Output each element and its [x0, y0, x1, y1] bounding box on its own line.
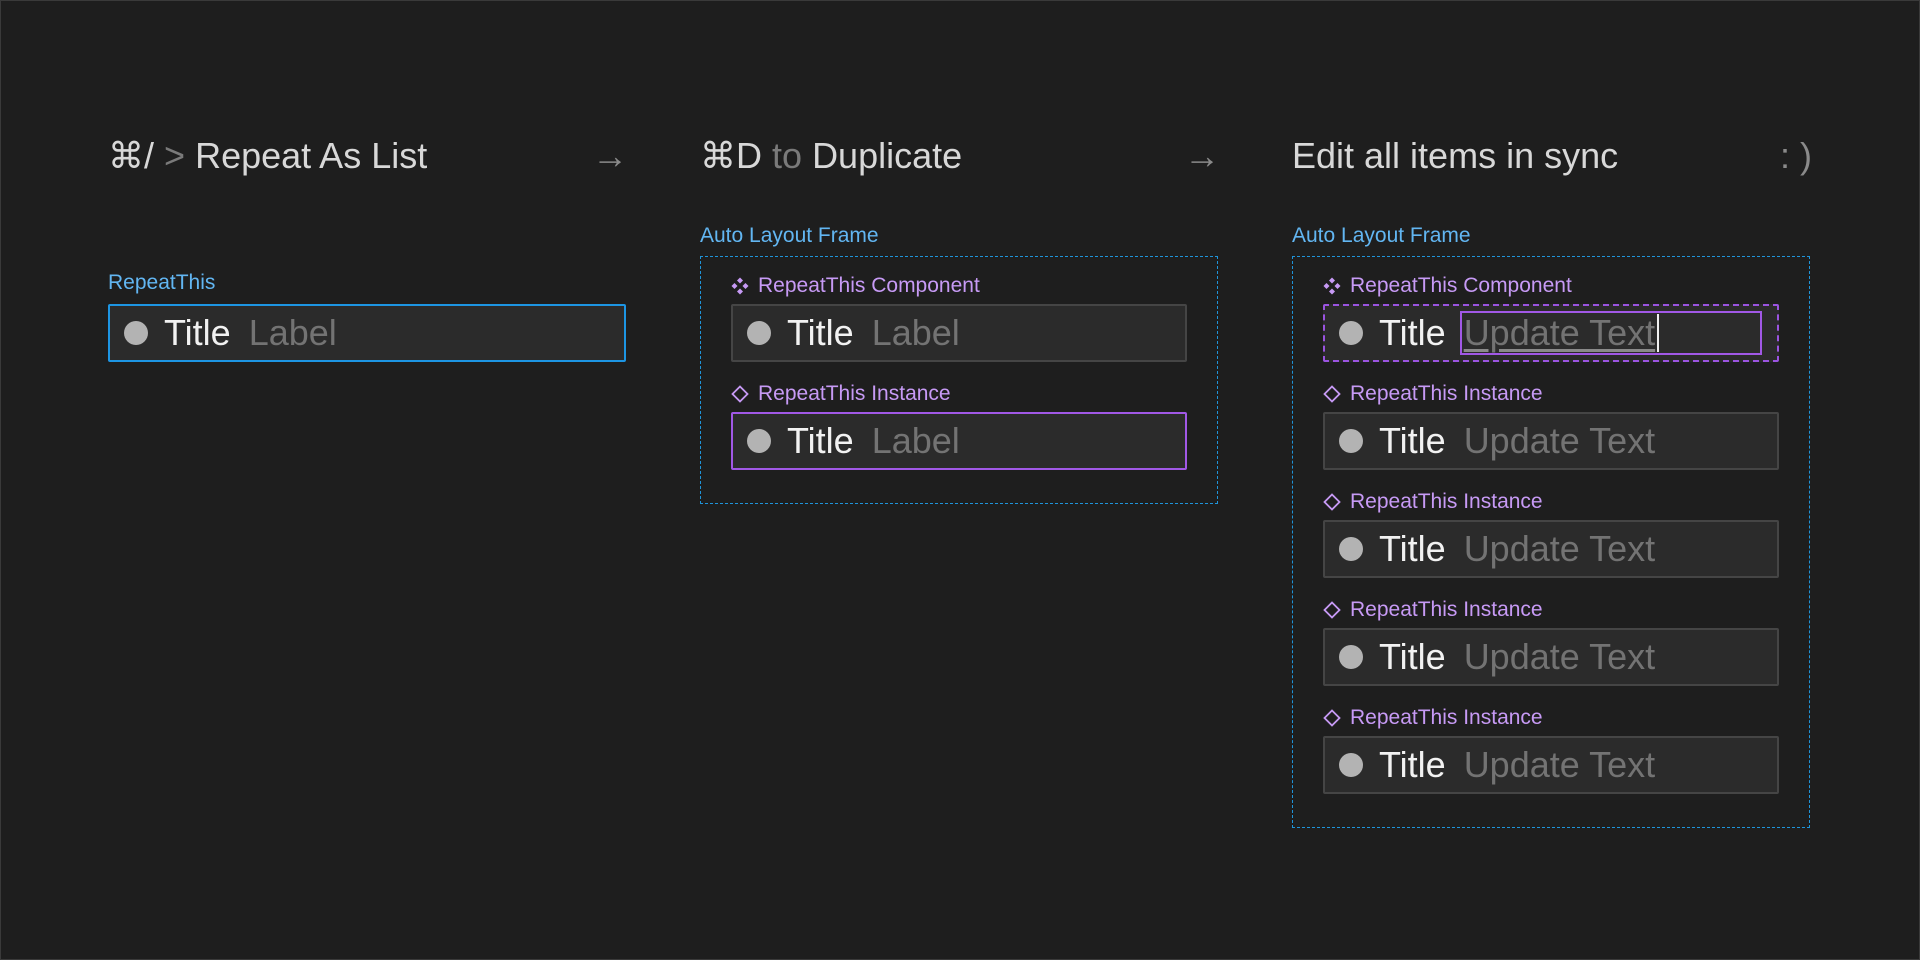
row-title[interactable]: Title: [1379, 636, 1446, 677]
step-2-separator: to: [772, 135, 803, 176]
instance-icon: [731, 385, 749, 403]
step-3-column: Edit all items in sync : ) Auto Layout F…: [1292, 0, 1812, 960]
step-2-heading: ⌘D to Duplicate →: [700, 131, 1220, 181]
instance-row[interactable]: Title Update Text: [1323, 412, 1779, 470]
auto-layout-frame-label[interactable]: Auto Layout Frame: [700, 224, 879, 247]
step-3-heading: Edit all items in sync : ): [1292, 131, 1812, 181]
row-title[interactable]: Title: [1379, 528, 1446, 569]
row-label[interactable]: Label: [248, 312, 337, 353]
row-title[interactable]: Title: [1379, 744, 1446, 785]
row-label[interactable]: Label: [871, 312, 960, 353]
step-1-column: ⌘/ > Repeat As List → RepeatThis Title L…: [108, 0, 628, 960]
step-1-shortcut: ⌘/: [108, 135, 155, 176]
instance-icon: [1323, 601, 1341, 619]
component-tag[interactable]: RepeatThis Component: [1323, 273, 1572, 299]
step-3-text: Edit all items in sync: [1292, 135, 1619, 176]
row-label[interactable]: Label: [871, 420, 960, 461]
step-1-heading: ⌘/ > Repeat As List →: [108, 131, 628, 181]
row-label[interactable]: Update Text: [1463, 420, 1656, 461]
dot-icon: [1339, 753, 1363, 777]
instance-row[interactable]: Title Update Text: [1323, 628, 1779, 686]
component-tag[interactable]: RepeatThis Component: [731, 273, 980, 299]
dot-icon: [124, 321, 148, 345]
instance-tag[interactable]: RepeatThis Instance: [1323, 705, 1543, 731]
dot-icon: [1339, 429, 1363, 453]
text-edit-field[interactable]: Update Text: [1459, 311, 1762, 355]
auto-layout-frame[interactable]: RepeatThis Component Title Update Text R…: [1292, 256, 1810, 828]
instance-row[interactable]: Title Label: [731, 412, 1187, 470]
component-name-label[interactable]: RepeatThis: [108, 271, 216, 294]
step-1-separator: >: [164, 135, 186, 176]
step-2-column: ⌘D to Duplicate → Auto Layout Frame Repe…: [700, 0, 1220, 960]
instance-icon: [1323, 493, 1341, 511]
component-row[interactable]: Title Label: [731, 304, 1187, 362]
row-title[interactable]: Title: [1379, 312, 1446, 353]
instance-tag[interactable]: RepeatThis Instance: [1323, 597, 1543, 623]
row-label[interactable]: Update Text: [1463, 744, 1656, 785]
row-title[interactable]: Title: [787, 420, 854, 461]
row-label[interactable]: Update Text: [1463, 636, 1656, 677]
arrow-right-icon: →: [1184, 135, 1220, 176]
dot-icon: [747, 321, 771, 345]
auto-layout-frame-label[interactable]: Auto Layout Frame: [1292, 224, 1471, 247]
step-2-shortcut: ⌘D: [700, 135, 762, 176]
repeat-this-row[interactable]: Title Label: [108, 304, 626, 362]
instance-tag-label: RepeatThis Instance: [1350, 382, 1543, 405]
instance-tag-label: RepeatThis Instance: [1350, 490, 1543, 513]
instance-icon: [1323, 709, 1341, 727]
instance-icon: [1323, 385, 1341, 403]
instance-tag[interactable]: RepeatThis Instance: [1323, 489, 1543, 515]
step-2-text: Duplicate: [812, 135, 963, 176]
row-title[interactable]: Title: [787, 312, 854, 353]
instance-tag[interactable]: RepeatThis Instance: [731, 381, 951, 407]
instance-row[interactable]: Title Update Text: [1323, 520, 1779, 578]
component-tag-label: RepeatThis Component: [1350, 274, 1572, 297]
row-title[interactable]: Title: [164, 312, 231, 353]
dot-icon: [1339, 645, 1363, 669]
row-title[interactable]: Title: [1379, 420, 1446, 461]
step-1-text: Repeat As List: [195, 135, 428, 176]
instance-tag-label: RepeatThis Instance: [1350, 598, 1543, 621]
instance-tag-label: RepeatThis Instance: [1350, 706, 1543, 729]
dot-icon: [747, 429, 771, 453]
auto-layout-frame[interactable]: RepeatThis Component Title Label RepeatT…: [700, 256, 1218, 504]
component-icon: [1323, 277, 1341, 295]
instance-row[interactable]: Title Update Text: [1323, 736, 1779, 794]
instance-tag-label: RepeatThis Instance: [758, 382, 951, 405]
component-row[interactable]: Title Update Text: [1323, 304, 1779, 362]
text-caret: [1657, 314, 1660, 352]
row-label-editing[interactable]: Update Text: [1463, 312, 1656, 353]
smile-emoticon: : ): [1780, 135, 1812, 176]
component-icon: [731, 277, 749, 295]
instance-tag[interactable]: RepeatThis Instance: [1323, 381, 1543, 407]
dot-icon: [1339, 537, 1363, 561]
component-tag-label: RepeatThis Component: [758, 274, 980, 297]
dot-icon: [1339, 321, 1363, 345]
arrow-right-icon: →: [592, 135, 628, 176]
row-label[interactable]: Update Text: [1463, 528, 1656, 569]
